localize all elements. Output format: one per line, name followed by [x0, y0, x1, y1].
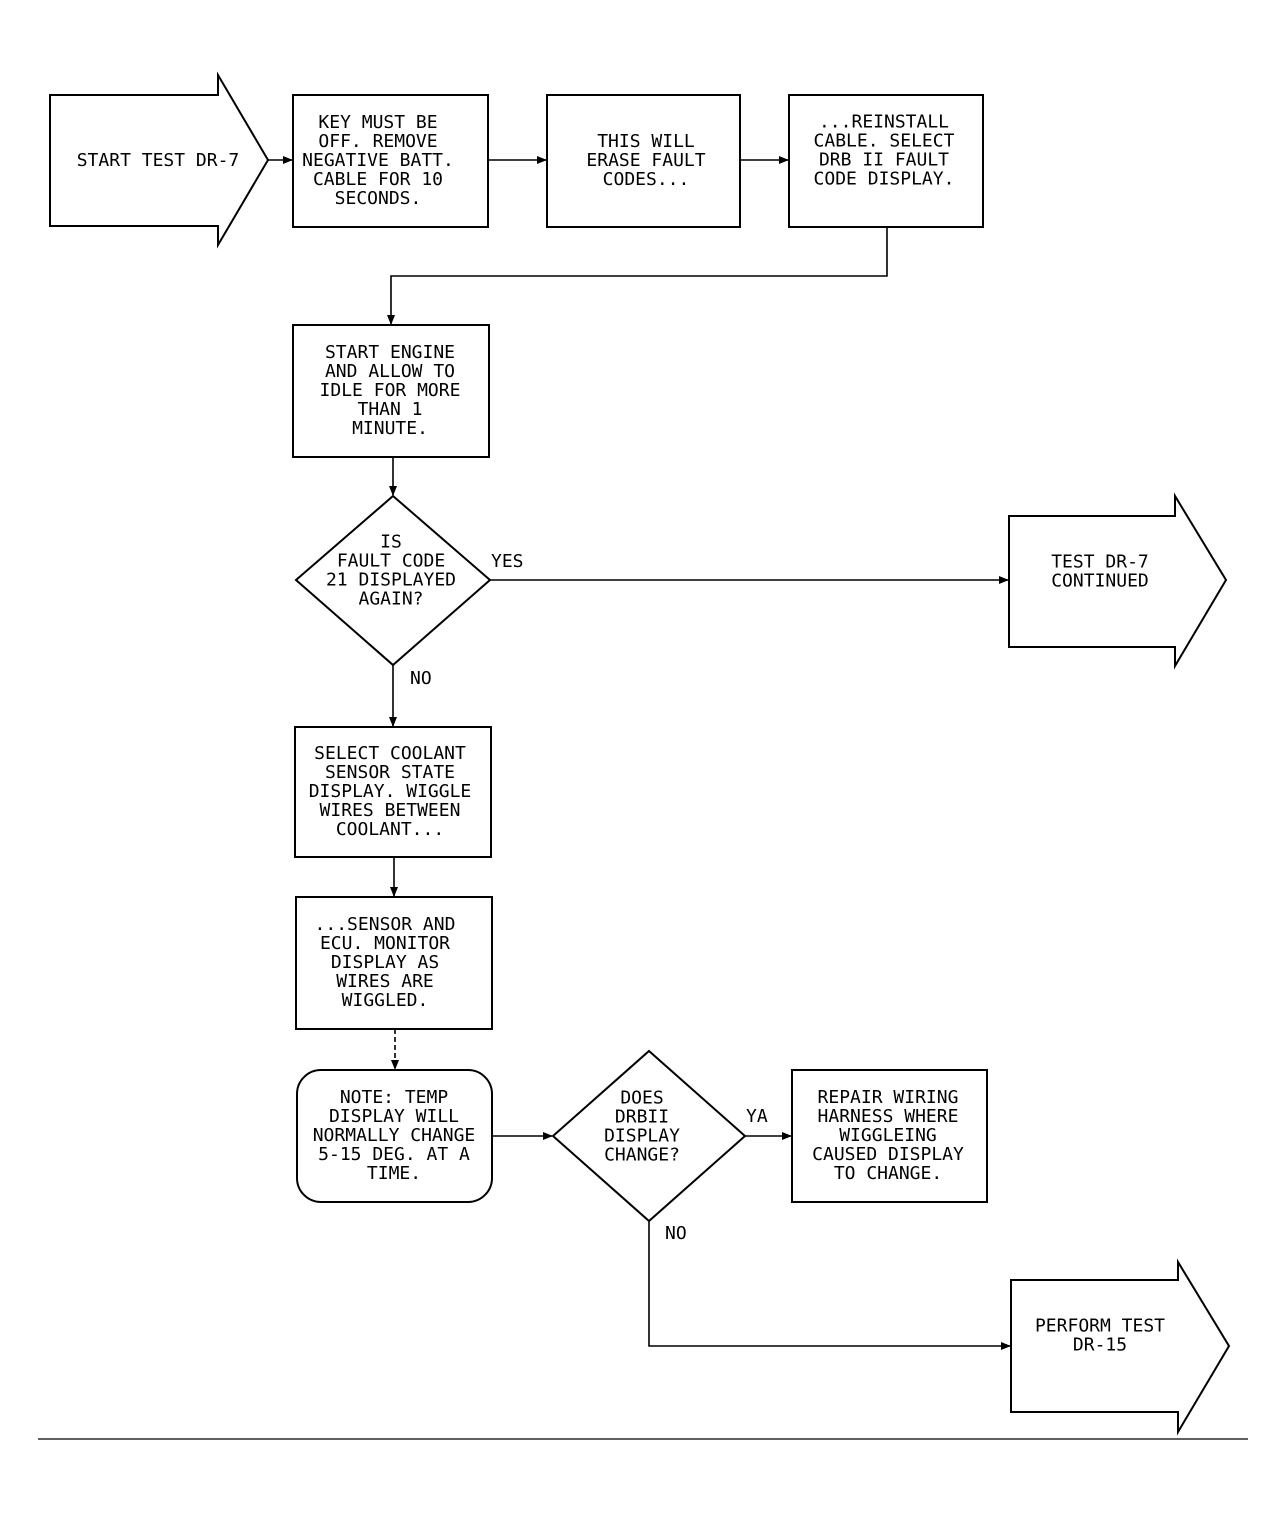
branch-yes2-label: YA	[746, 1106, 768, 1127]
branch-no-label: NO	[410, 668, 432, 689]
repair-label-line: CAUSED DISPLAY	[812, 1144, 964, 1165]
start-engine-label-line: AND ALLOW TO	[325, 361, 455, 382]
decision-21-label-line: 21 DISPLAYED	[326, 570, 456, 591]
erase-label-line: ERASE FAULT	[586, 150, 705, 171]
select-coolant-label-line: WIRES BETWEEN	[320, 800, 461, 821]
branch-no2-label: NO	[665, 1223, 687, 1244]
key-off-label-line: SECONDS.	[335, 188, 422, 209]
start-engine-label-line: START ENGINE	[325, 342, 455, 363]
sensor-ecu-label-line: WIGGLED.	[342, 990, 429, 1011]
sensor-ecu-label-line: DISPLAY AS	[331, 952, 439, 973]
start-arrow-shape	[49, 71, 270, 249]
decision-drb-label-line: CHANGE?	[604, 1145, 680, 1166]
branch-yes-label: YES	[491, 551, 524, 572]
start-engine-box	[292, 324, 490, 458]
repair-box	[791, 1069, 988, 1203]
decision-21-label-line: FAULT CODE	[337, 551, 445, 572]
reinstall-label-line: CODE DISPLAY.	[814, 169, 955, 190]
note-label-line: DISPLAY WILL	[329, 1106, 459, 1127]
key-off-box	[292, 94, 489, 228]
note-label-line: 5-15 DEG. AT A	[318, 1144, 470, 1165]
erase-box	[546, 94, 741, 228]
connector-decision2-no	[648, 1221, 1011, 1350]
decision-drb-label-line: DRBII	[615, 1107, 669, 1128]
select-coolant-label-line: SENSOR STATE	[325, 762, 455, 783]
repair-label-line: HARNESS WHERE	[818, 1106, 959, 1127]
decision-21-label-line: AGAIN?	[358, 589, 423, 610]
start-engine-label-line: THAN 1	[357, 399, 422, 420]
perform-label-line: DR-15	[1073, 1335, 1127, 1356]
decision-drb-label-line: DOES	[620, 1088, 663, 1109]
decision-drb-label-line: DISPLAY	[604, 1126, 680, 1147]
key-off-label-line: KEY MUST BE	[318, 112, 437, 133]
erase-label-line: CODES...	[603, 169, 690, 190]
note-label-line: NOTE: TEMP	[340, 1087, 449, 1108]
sensor-ecu-box	[295, 896, 493, 1030]
select-coolant-label-line: COOLANT...	[336, 819, 444, 840]
key-off-label-line: NEGATIVE BATT.	[302, 150, 454, 171]
sensor-ecu-label-line: WIRES ARE	[336, 971, 434, 992]
reinstall-label-line: DRB II FAULT	[819, 150, 949, 171]
select-coolant-box	[294, 726, 492, 858]
continued-arrow-shape	[1008, 492, 1228, 670]
start-engine-label-line: MINUTE.	[352, 418, 428, 439]
perform-label-line: PERFORM TEST	[1035, 1316, 1165, 1337]
key-off-label-line: CABLE FOR 10	[313, 169, 443, 190]
repair-label-line: REPAIR WIRING	[818, 1087, 959, 1108]
start-label-line: START TEST DR-7	[77, 150, 240, 171]
erase-label-line: THIS WILL	[597, 131, 695, 152]
start-label: START TEST DR-7	[77, 150, 240, 171]
perform-arrow-shape	[1010, 1258, 1231, 1436]
reinstall-label-line: CABLE. SELECT	[814, 131, 955, 152]
sensor-ecu-label-line: ...SENSOR AND	[315, 914, 456, 935]
select-coolant-label-line: SELECT COOLANT	[314, 743, 466, 764]
repair-label-line: TO CHANGE.	[834, 1163, 942, 1184]
connector-reinstall-to-start-engine	[387, 227, 888, 325]
continued-label-line: TEST DR-7	[1051, 552, 1149, 573]
repair-label-line: WIGGLEING	[839, 1125, 937, 1146]
reinstall-box	[788, 94, 984, 228]
note-label-line: NORMALLY CHANGE	[313, 1125, 476, 1146]
continued-label-line: CONTINUED	[1051, 571, 1149, 592]
reinstall-label-line: ...REINSTALL	[819, 112, 949, 133]
key-off-label-line: OFF. REMOVE	[318, 131, 437, 152]
decision-21-label-line: IS	[380, 532, 402, 553]
note-label-line: TIME.	[367, 1163, 421, 1184]
sensor-ecu-label-line: ECU. MONITOR	[320, 933, 450, 954]
start-engine-label-line: IDLE FOR MORE	[320, 380, 461, 401]
select-coolant-label-line: DISPLAY. WIGGLE	[309, 781, 472, 802]
